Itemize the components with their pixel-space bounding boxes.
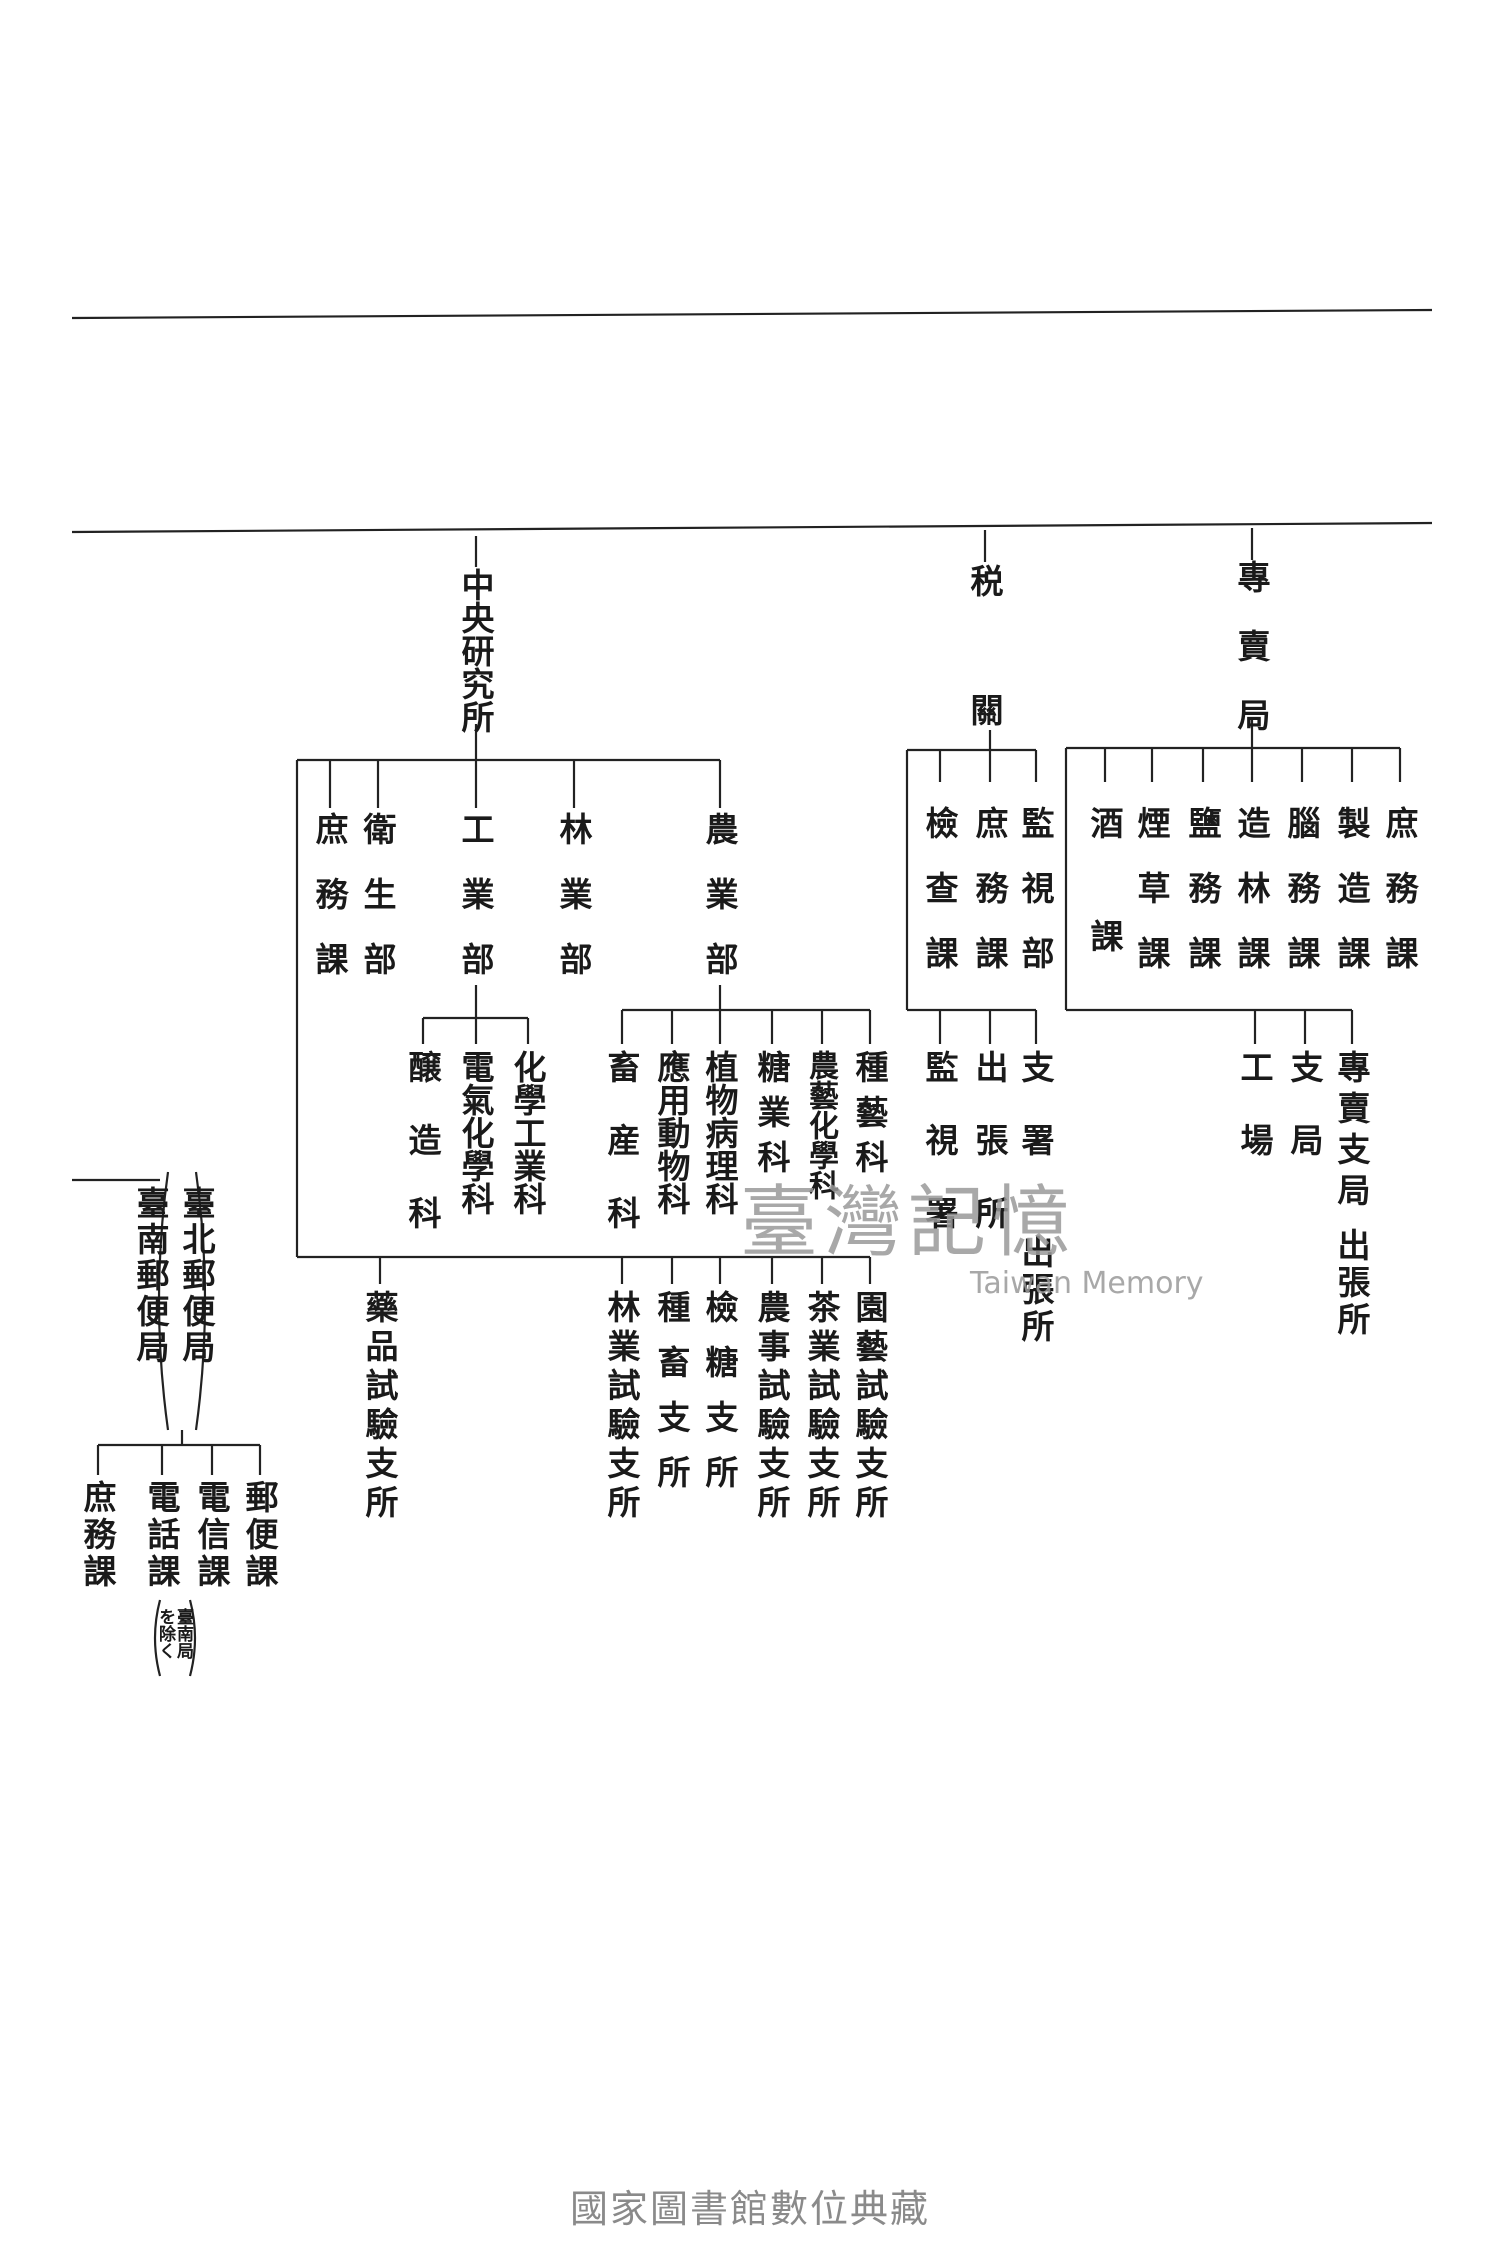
customs-sub2: 出張所 [1016, 1235, 1055, 1346]
post-child-2: 電信課 [192, 1480, 231, 1591]
nogyo-child-0: 畜産科 [602, 1050, 641, 1269]
monopoly-sub-2: 專賣支局 [1332, 1050, 1371, 1214]
customs-child-2: 監視部 [1016, 806, 1055, 1001]
nogyo-child-2: 植物病理科 [700, 1050, 739, 1215]
post-child-3: 郵便課 [240, 1480, 279, 1591]
watermark: 臺灣記憶 Taiwan Memory [740, 1160, 1204, 1301]
customs-sub-2: 支署 [1016, 1050, 1055, 1196]
monopoly-sub-0: 工場 [1235, 1050, 1274, 1196]
ci-ringyo-label: 林業部 [554, 812, 593, 1007]
post-note-line2: を除く [155, 1608, 175, 1659]
yakuhin-station: 藥品試驗支所 [360, 1290, 399, 1524]
monopoly-child-0: 酒課 [1085, 806, 1124, 1032]
ci-kogyo-label: 工業部 [456, 812, 495, 1007]
post-note-line1: 臺南局 [173, 1608, 193, 1659]
kogyo-child-1: 電氣化學科 [456, 1050, 495, 1215]
station-1: 種畜支所 [652, 1290, 691, 1510]
monopoly-child-3: 造林課 [1232, 806, 1271, 1001]
station-5: 園藝試驗支所 [850, 1290, 889, 1524]
second-rule [71, 521, 1433, 534]
monopoly-sub-1: 支局 [1285, 1050, 1324, 1196]
ci-shomu-label: 庶務課 [310, 812, 349, 1007]
nogyo-child-3: 糖業科 [752, 1050, 791, 1185]
post-name-line2: 臺南郵便局 [131, 1186, 170, 1366]
kogyo-child-0: 醸造科 [403, 1050, 442, 1269]
post-child-1: 電話課 [142, 1480, 181, 1591]
watermark-english: Taiwan Memory [970, 1266, 1204, 1301]
monopoly-child-2: 鹽務課 [1183, 806, 1222, 1001]
footer-archive-label: 國家圖書館數位典藏 [569, 2187, 930, 2231]
customs-sub-1: 出張所 [970, 1050, 1009, 1269]
monopoly-child-5: 製造課 [1332, 806, 1371, 1001]
ci-eisei-label: 衛生部 [358, 812, 397, 1007]
nogyo-child-5: 種藝科 [850, 1050, 889, 1185]
station-4: 茶業試驗支所 [802, 1290, 841, 1524]
monopoly-child-1: 煙草課 [1132, 806, 1171, 1001]
monopoly-child-6: 庶務課 [1380, 806, 1419, 1001]
kogyo-child-2: 化學工業科 [508, 1050, 547, 1215]
post-name-line1: 臺北郵便局 [177, 1186, 216, 1366]
station-2: 檢糖支所 [700, 1290, 739, 1510]
monopoly-label: 專賣局 [1232, 560, 1271, 767]
customs-child-0: 檢查課 [920, 806, 959, 1001]
customs-label: 税關 [965, 564, 1004, 822]
customs-sub-0: 監視署 [920, 1050, 959, 1269]
post-child-0: 庶務課 [78, 1480, 117, 1591]
station-3: 農事試驗支所 [752, 1290, 791, 1524]
watermark-chinese: 臺灣記憶 [740, 1178, 1077, 1268]
top-rule [71, 308, 1433, 320]
customs-child-1: 庶務課 [970, 806, 1009, 1001]
nogyo-child-4: 農藝化學科 [803, 1050, 838, 1200]
station-0: 林業試驗支所 [602, 1290, 641, 1524]
monopoly-sub2: 出張所 [1332, 1228, 1371, 1339]
ci-nogyo-label: 農業部 [700, 812, 739, 1007]
central-institute-label: 中央研究所 [456, 568, 495, 733]
monopoly-child-4: 腦務課 [1282, 806, 1321, 1001]
nogyo-child-1: 應用動物科 [652, 1050, 691, 1215]
